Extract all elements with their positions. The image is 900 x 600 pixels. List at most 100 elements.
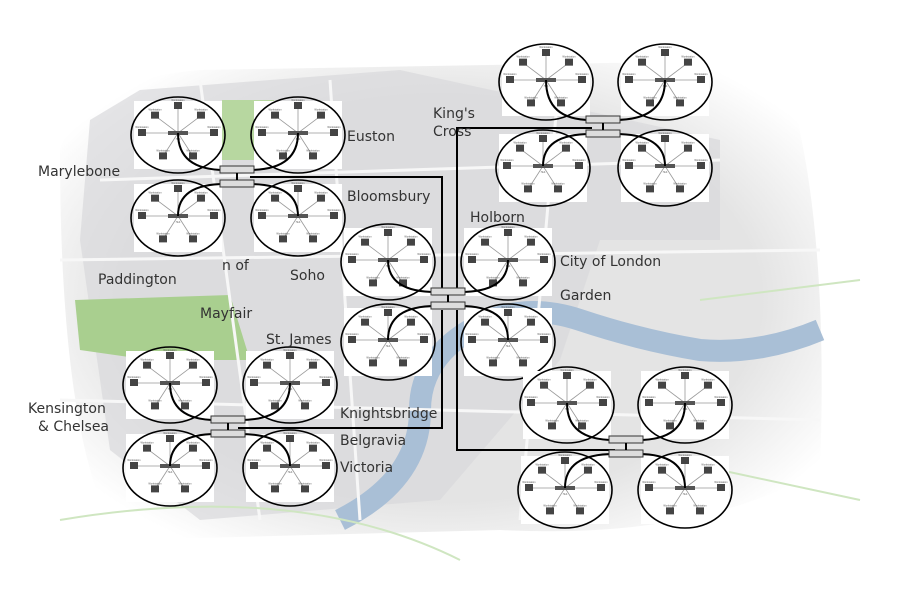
workstation-label: Workstation <box>345 253 359 256</box>
workstation-label: Workstation <box>486 356 500 359</box>
workstation-label: Workstation <box>135 209 149 212</box>
lan-boundary <box>122 346 218 424</box>
workstation-icon <box>301 485 309 493</box>
uplink-cable <box>545 79 592 121</box>
uplink-cable <box>239 382 291 421</box>
workstation-label: Workstation <box>396 276 410 279</box>
workstation-icon <box>294 102 302 109</box>
workstation-icon <box>399 279 407 287</box>
workstation-label: Workstation <box>298 399 312 402</box>
workstation-icon <box>166 435 174 442</box>
workstation-icon <box>524 185 532 193</box>
workstation-icon <box>506 76 514 83</box>
roads-green <box>59 279 861 561</box>
hub-label: Hub <box>296 221 301 224</box>
workstation-icon <box>189 152 197 160</box>
uplink-cable <box>387 259 437 293</box>
workstation-label: Workstation <box>681 56 695 59</box>
workstation-icon <box>286 352 294 359</box>
workstation-icon <box>525 484 533 491</box>
workstation-icon <box>519 359 527 367</box>
workstation-icon <box>159 235 167 243</box>
workstation-label: Workstation <box>635 142 649 145</box>
workstation-icon <box>538 466 547 474</box>
workstation-icon <box>625 162 633 169</box>
workstation-label: Workstation <box>535 464 549 467</box>
workstation-icon <box>561 457 569 464</box>
workstation-label: Workstation <box>178 482 192 485</box>
workstation-label: Workstation <box>537 333 551 336</box>
workstation-label: Workstation <box>562 56 576 59</box>
workstation-icon <box>250 379 258 386</box>
workstation-label: Workstation <box>573 504 587 507</box>
workstation-label: Workstation <box>186 359 200 362</box>
workstation-icon <box>504 309 512 316</box>
workstation-icon <box>189 235 197 243</box>
uplink-cable <box>564 453 615 489</box>
workstation-label: Workstation <box>268 109 282 112</box>
workstation-label: Workstation <box>404 236 418 239</box>
workstation-label: Workstation <box>404 316 418 319</box>
workstation-icon <box>348 256 356 263</box>
workstation-icon <box>658 466 667 474</box>
uplink-cable <box>459 259 509 293</box>
workstation-icon <box>143 361 152 369</box>
workstation-label: Workstation <box>276 149 290 152</box>
workstation-label: Workstation <box>516 56 530 59</box>
workstation-label: Workstation <box>465 333 479 336</box>
workstation-icon <box>420 336 428 343</box>
workstation-label: Workstation <box>642 481 656 484</box>
workstation-icon <box>583 466 592 474</box>
workstation-icon <box>638 144 647 152</box>
workstation-icon <box>516 144 525 152</box>
workstation-label: Workstation <box>658 46 672 49</box>
workstation-label: Workstation <box>148 482 162 485</box>
uplink-cable <box>177 132 226 171</box>
workstation-label: Workstation <box>163 432 177 435</box>
map-label-holborn: Holborn <box>470 210 525 226</box>
uplink-cable <box>239 433 291 467</box>
workstation-icon <box>210 129 218 136</box>
lan-boundary <box>637 366 733 444</box>
workstation-icon <box>308 444 317 452</box>
workstation-icon <box>645 484 653 491</box>
workstation-label: Workstation <box>655 464 669 467</box>
workstation-label: Workstation <box>345 333 359 336</box>
workstation-label: Workstation <box>283 349 297 352</box>
map-label-st-james: St. James <box>266 332 332 348</box>
workstation-icon <box>697 162 705 169</box>
workstation-label: Workstation <box>194 109 208 112</box>
workstation-icon <box>703 466 712 474</box>
workstation-label: Workstation <box>127 376 141 379</box>
workstation-label: Workstation <box>622 159 636 162</box>
workstation-icon <box>481 318 490 326</box>
workstation-icon <box>138 129 146 136</box>
workstation-icon <box>504 229 512 236</box>
workstation-label: Workstation <box>148 399 162 402</box>
workstation-label: Workstation <box>358 236 372 239</box>
workstation-label: Workstation <box>524 396 538 399</box>
workstation-icon <box>717 399 725 406</box>
uplink-cable <box>169 433 217 467</box>
workstation-icon <box>519 58 528 66</box>
workstation-label: Workstation <box>319 376 333 379</box>
workstation-icon <box>503 162 511 169</box>
workstation-icon <box>561 144 570 152</box>
workstation-label: Workstation <box>559 142 573 145</box>
workstation-label: Workstation <box>306 232 320 235</box>
workstation-label: Workstation <box>199 376 213 379</box>
workstation-label: Workstation <box>291 99 305 102</box>
uplink-cable <box>169 382 217 421</box>
workstation-icon <box>369 279 377 287</box>
